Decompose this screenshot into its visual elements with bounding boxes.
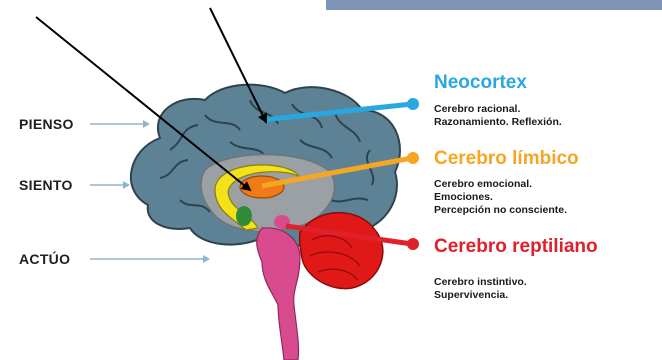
- neocortex-connector-dot: [407, 98, 419, 110]
- reptilian-description: Cerebro instintivo. Supervivencia.: [434, 276, 527, 302]
- amygdala-green: [236, 206, 252, 226]
- neocortex-line-1: Cerebro racional.: [434, 103, 562, 116]
- limbic-line-3: Percepción no consciente.: [434, 204, 567, 217]
- limbic-line-2: Emociones.: [434, 191, 567, 204]
- label-pienso: PIENSO: [19, 116, 74, 132]
- neocortex-line-2: Razonamiento. Reflexión.: [434, 116, 562, 129]
- limbic-description: Cerebro emocional. Emociones. Percepción…: [434, 178, 567, 217]
- reptilian-line-2: Supervivencia.: [434, 289, 527, 302]
- limbic-title: Cerebro límbico: [434, 148, 579, 170]
- limbic-line-1: Cerebro emocional.: [434, 178, 567, 191]
- label-siento: SIENTO: [19, 177, 73, 193]
- neocortex-description: Cerebro racional. Razonamiento. Reflexió…: [434, 103, 562, 129]
- brainstem: [257, 228, 300, 360]
- label-actuo: ACTÚO: [19, 251, 70, 267]
- neocortex-title: Neocortex: [434, 72, 527, 94]
- reptilian-line-1: Cerebro instintivo.: [434, 276, 527, 289]
- limbic-connector-dot: [407, 152, 419, 164]
- reptilian-title: Cerebro reptiliano: [434, 236, 598, 258]
- reptilian-connector-dot: [407, 238, 419, 250]
- cerebellum: [300, 213, 383, 289]
- top-banner-bar: [326, 0, 662, 10]
